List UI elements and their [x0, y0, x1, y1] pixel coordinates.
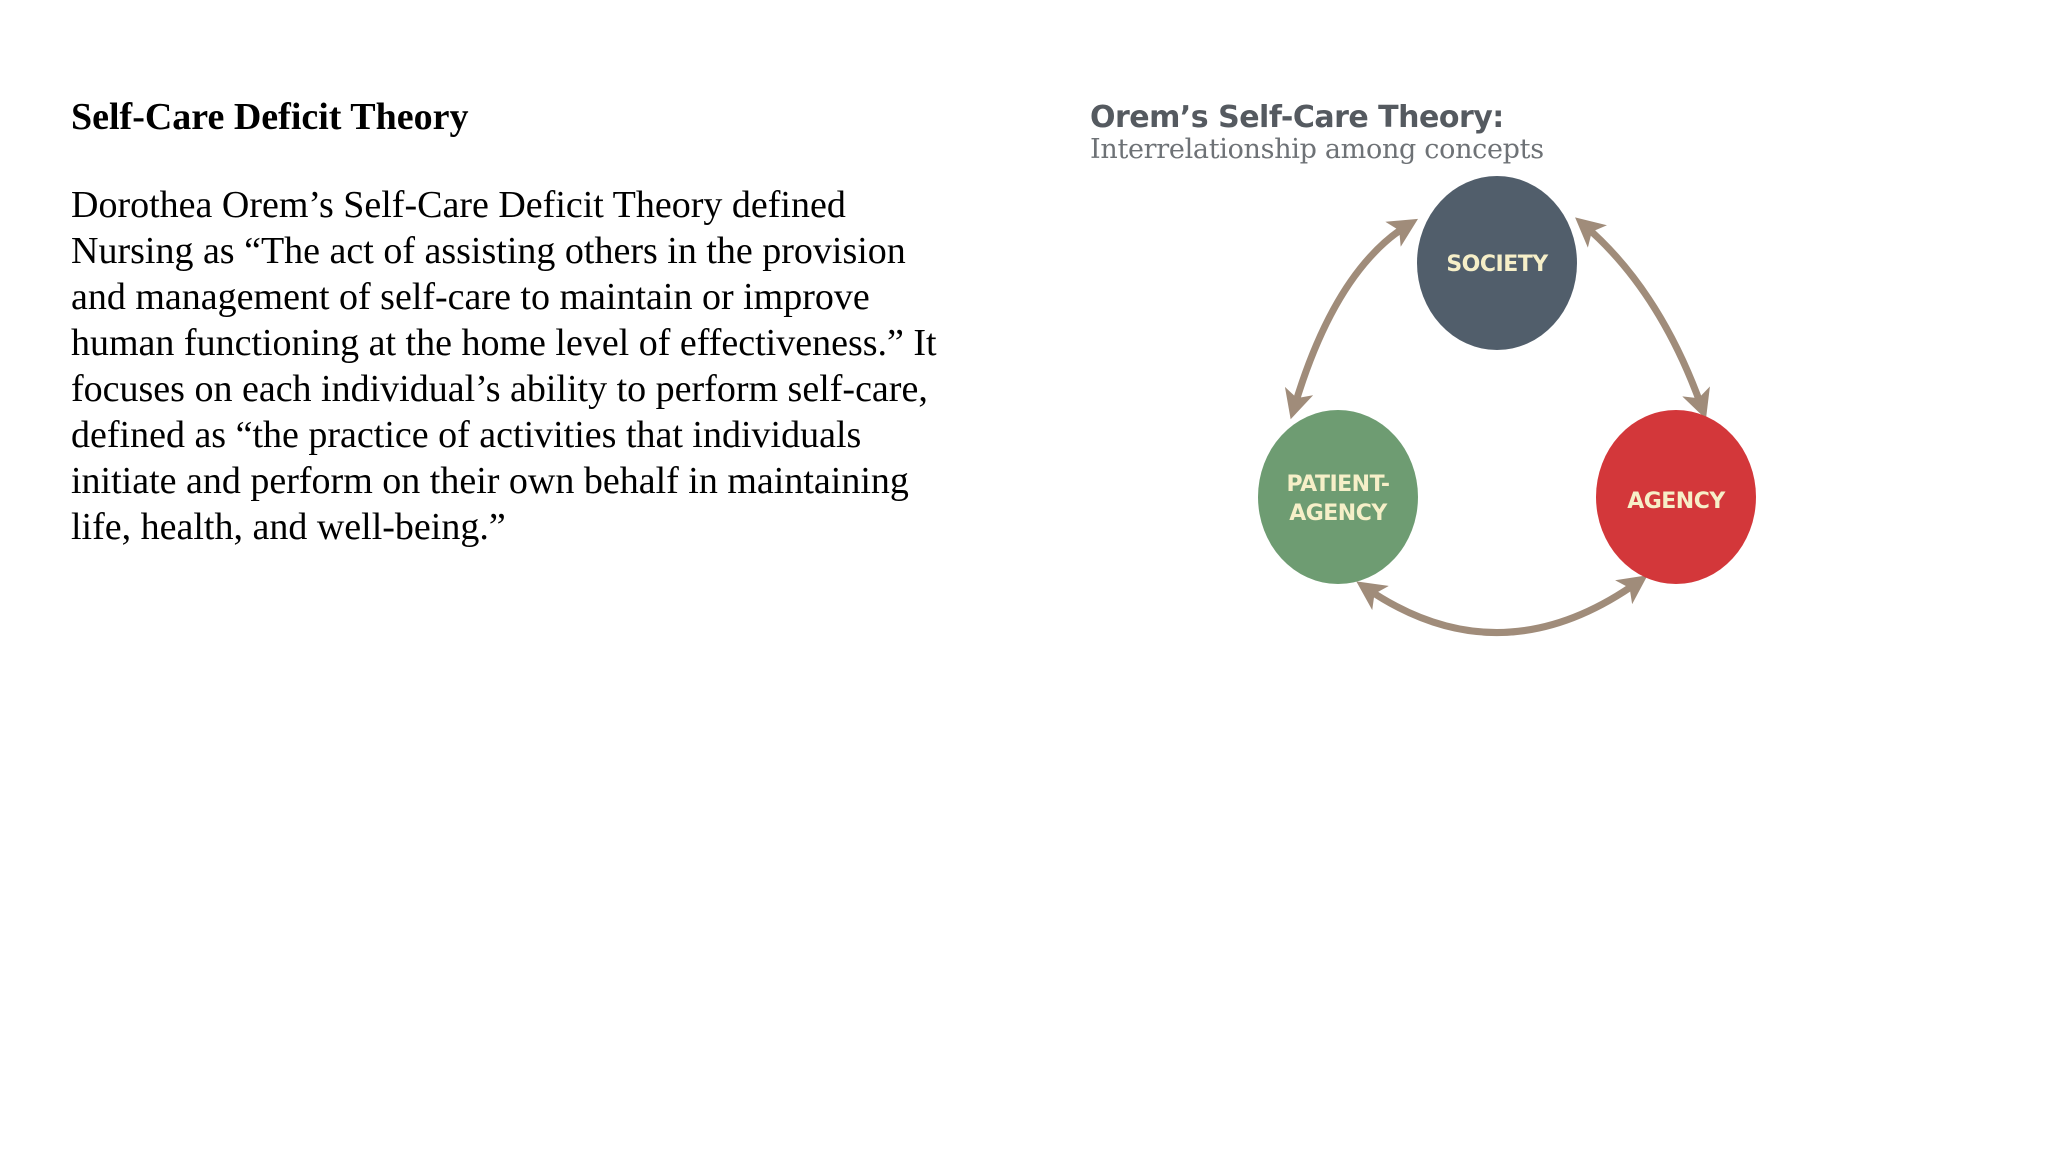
cycle-diagram: SOCIETY PATIENT- AGENCY AGENCY — [1258, 176, 1756, 636]
body-line: Nursing as “The act of assisting others … — [71, 230, 906, 272]
node-society-label: SOCIETY — [1446, 252, 1549, 277]
body-line: human functioning at the home level of e… — [71, 322, 937, 364]
node-patient-agency: PATIENT- AGENCY — [1258, 410, 1418, 584]
arrow-society-agency — [1575, 217, 1710, 420]
diagram-subtitle: Interrelationship among concepts — [1090, 134, 1544, 165]
node-patient-agency-label-line2: AGENCY — [1289, 501, 1388, 526]
body-line: focuses on each individual’s ability to … — [71, 368, 928, 410]
arrow-society-patient-agency — [1284, 218, 1419, 420]
slide-heading: Self-Care Deficit Theory — [71, 96, 469, 138]
diagram-title: Orem’s Self-Care Theory: — [1090, 100, 1504, 135]
body-line: initiate and perform on their own behalf… — [71, 460, 909, 502]
text-block: Self-Care Deficit Theory Dorothea Orem’s… — [71, 92, 971, 550]
node-agency-label: AGENCY — [1627, 489, 1726, 514]
body-line: life, health, and well-being.” — [71, 506, 506, 548]
node-patient-agency-label-line1: PATIENT- — [1287, 472, 1390, 497]
body-line: Dorothea Orem’s Self-Care Deficit Theory… — [71, 184, 846, 226]
body-line: defined as “the practice of activities t… — [71, 414, 862, 456]
arrow-patient-agency-agency — [1356, 575, 1648, 636]
theory-diagram-figure: Orem’s Self-Care Theory: Interrelationsh… — [1050, 90, 1850, 690]
slide-body: Dorothea Orem’s Self-Care Deficit Theory… — [71, 182, 971, 550]
node-agency: AGENCY — [1596, 410, 1756, 584]
node-society: SOCIETY — [1417, 176, 1577, 350]
body-line: and management of self-care to maintain … — [71, 276, 870, 318]
